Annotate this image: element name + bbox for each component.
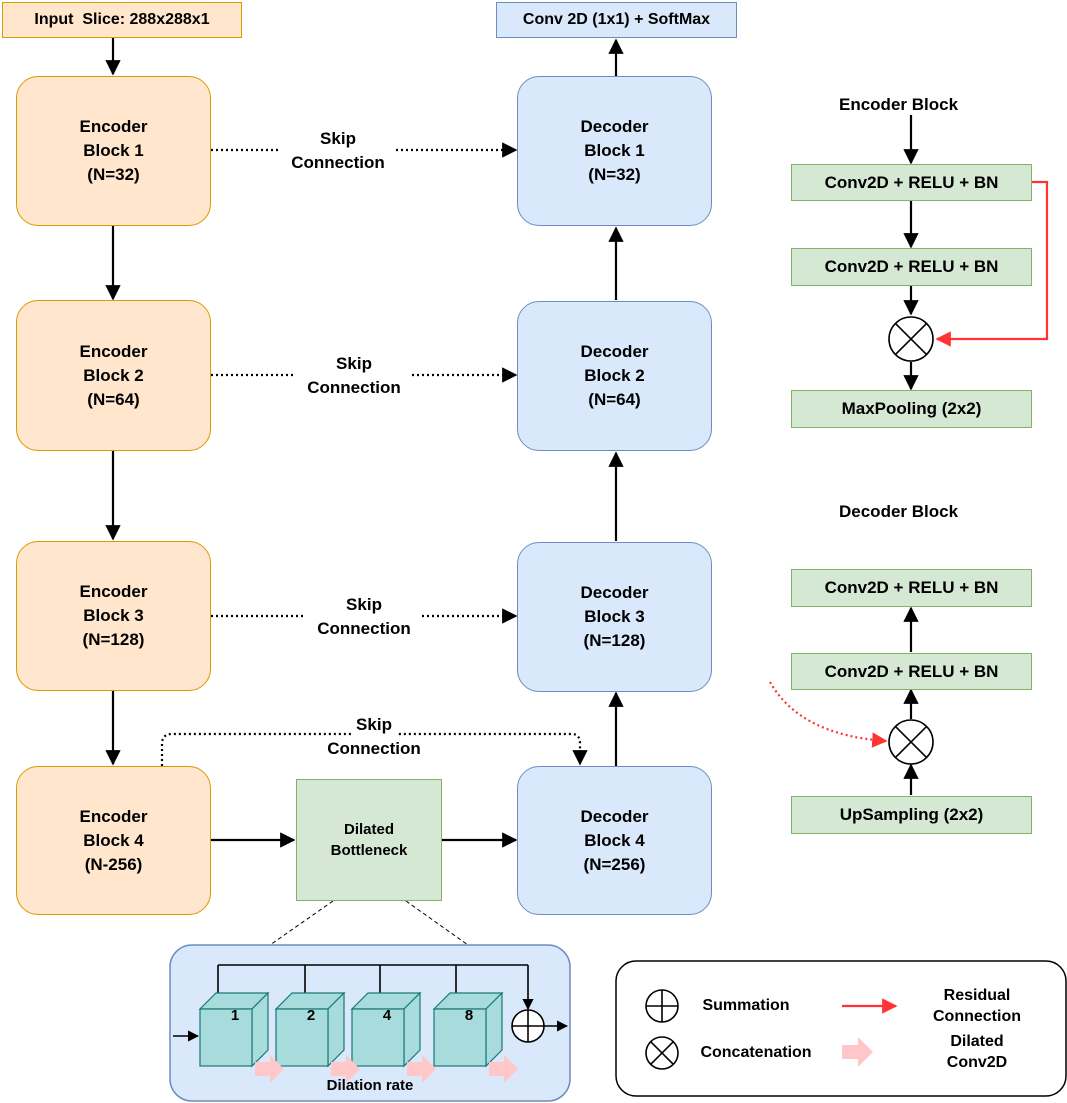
zoom-line-left xyxy=(269,900,334,946)
skip-1-line1: Skip xyxy=(320,129,356,148)
dilation-rate-2: 2 xyxy=(306,1007,316,1024)
decoder-1-line3: (N=32) xyxy=(588,165,641,184)
dilation-cube-1 xyxy=(198,991,270,1068)
skip-4-line1: Skip xyxy=(352,713,396,737)
legend-dilated-label: Dilated Conv2D xyxy=(912,1031,1042,1073)
legend-concatenation-label: Concatenation xyxy=(700,1044,812,1061)
legend-dilated-arrow-icon xyxy=(842,1037,873,1067)
decoder-block-2: Decoder Block 2 (N=64) xyxy=(517,301,712,451)
bottleneck-line1: Dilated xyxy=(343,821,394,838)
decoder-block-4: Decoder Block 4 (N=256) xyxy=(517,766,712,915)
output-label-box: Conv 2D (1x1) + SoftMax xyxy=(496,2,737,38)
skip-2-line1: Skip xyxy=(336,354,372,373)
decoder-3-line2: Block 3 xyxy=(584,607,645,626)
zoom-line-right xyxy=(405,900,469,946)
skip-label-3: Skip Connection xyxy=(306,593,422,641)
dilation-rate-4: 4 xyxy=(382,1007,392,1024)
decoder-block-1: Decoder Block 1 (N=32) xyxy=(517,76,712,226)
encoder-3-line2: Block 3 xyxy=(83,606,144,625)
legend-residual-line1: Residual xyxy=(943,987,1011,1004)
decoder-block-3: Decoder Block 3 (N=128) xyxy=(517,542,712,692)
encoder-block-1: Encoder Block 1 (N=32) xyxy=(16,76,211,226)
encoder-block-3: Encoder Block 3 (N=128) xyxy=(16,541,211,691)
skip-1-line2: Connection xyxy=(291,153,385,172)
encoder-4-line1: Encoder xyxy=(79,806,148,826)
encoder-1-line3: (N=32) xyxy=(87,165,140,184)
decoder-panel-layer-1: Conv2D + RELU + BN xyxy=(791,569,1032,607)
dilation-cube-2 xyxy=(274,991,346,1068)
decoder-panel-title: Decoder Block xyxy=(836,502,962,522)
decoder-panel-upsampling: UpSampling (2x2) xyxy=(791,796,1032,834)
decoder-2-line2: Block 2 xyxy=(584,366,645,385)
encoder-1-line2: Block 1 xyxy=(83,141,144,160)
skip-label-2: Skip Connection xyxy=(296,352,412,400)
encoder-panel-layer-1: Conv2D + RELU + BN xyxy=(791,164,1032,201)
encoder-panel-concatenation-icon xyxy=(888,316,934,362)
encoder-block-4: Encoder Block 4 (N-256) xyxy=(16,766,211,915)
encoder-block-2: Encoder Block 2 (N=64) xyxy=(16,300,211,451)
skip-3-line1: Skip xyxy=(346,595,382,614)
decoder-panel-concatenation-icon xyxy=(888,719,934,765)
dilated-bottleneck: Dilated Bottleneck xyxy=(296,779,442,901)
skip-4-line2: Connection xyxy=(323,737,425,761)
bottleneck-line2: Bottleneck xyxy=(330,842,408,859)
dilated-arrow-4 xyxy=(489,1055,518,1083)
decoder-3-line3: (N=128) xyxy=(583,631,646,650)
dilation-cube-4 xyxy=(350,991,422,1068)
input-label: Input Slice: 288x288x1 xyxy=(34,11,210,28)
legend-dilated-line1: Dilated xyxy=(950,1033,1004,1050)
dilation-rate-8: 8 xyxy=(464,1007,474,1024)
residual-connection-arrow xyxy=(935,180,1049,347)
legend-dilated-line2: Conv2D xyxy=(946,1054,1008,1071)
encoder-4-line2: Block 4 xyxy=(83,830,144,850)
dilation-cube-8 xyxy=(432,991,504,1068)
legend-residual-line2: Connection xyxy=(933,1008,1021,1025)
legend-residual-label: Residual Connection xyxy=(912,985,1042,1027)
dilated-arrow-2 xyxy=(331,1055,360,1083)
skip-3-line2: Connection xyxy=(317,619,411,638)
encoder-4-line3: (N-256) xyxy=(84,854,143,874)
encoder-3-line1: Encoder xyxy=(79,582,148,601)
legend-panel xyxy=(615,960,1067,1097)
decoder-1-line2: Block 1 xyxy=(584,141,645,160)
skip-2-line2: Connection xyxy=(307,378,401,397)
encoder-2-line3: (N=64) xyxy=(87,389,140,409)
dilation-summation-icon xyxy=(511,1009,545,1043)
dilated-arrow-3 xyxy=(407,1055,436,1083)
dilated-arrow-1 xyxy=(255,1055,284,1083)
decoder-4-line1: Decoder xyxy=(580,806,649,826)
legend-summation-label: Summation xyxy=(702,997,790,1014)
dilation-rate-1: 1 xyxy=(230,1007,240,1024)
skip-label-4: Skip Connection xyxy=(316,713,432,761)
decoder-1-line1: Decoder xyxy=(580,117,649,136)
decoder-panel-layer-2: Conv2D + RELU + BN xyxy=(791,653,1032,690)
legend-concatenation-icon xyxy=(645,1036,679,1070)
input-label-box: Input Slice: 288x288x1 xyxy=(2,2,242,38)
encoder-2-line2: Block 2 xyxy=(83,365,144,385)
decoder-2-line3: (N=64) xyxy=(588,390,641,409)
skip-label-1: Skip Connection xyxy=(280,127,396,175)
legend-summation-icon xyxy=(645,989,679,1023)
decoder-skip-dotted-red xyxy=(769,681,888,748)
encoder-panel-maxpool: MaxPooling (2x2) xyxy=(791,390,1032,428)
decoder-2-line1: Decoder xyxy=(580,342,649,361)
dilation-caption: Dilation rate xyxy=(326,1077,414,1094)
decoder-3-line1: Decoder xyxy=(580,583,649,602)
decoder-4-line2: Block 4 xyxy=(584,830,645,850)
decoder-4-line3: (N=256) xyxy=(583,854,646,874)
encoder-panel-title: Encoder Block xyxy=(836,95,962,115)
encoder-panel-layer-2: Conv2D + RELU + BN xyxy=(791,248,1032,286)
encoder-2-line1: Encoder xyxy=(79,341,148,361)
output-label: Conv 2D (1x1) + SoftMax xyxy=(522,11,711,28)
skip-line-4 xyxy=(160,732,588,766)
encoder-3-line3: (N=128) xyxy=(82,630,145,649)
encoder-1-line1: Encoder xyxy=(79,117,148,136)
